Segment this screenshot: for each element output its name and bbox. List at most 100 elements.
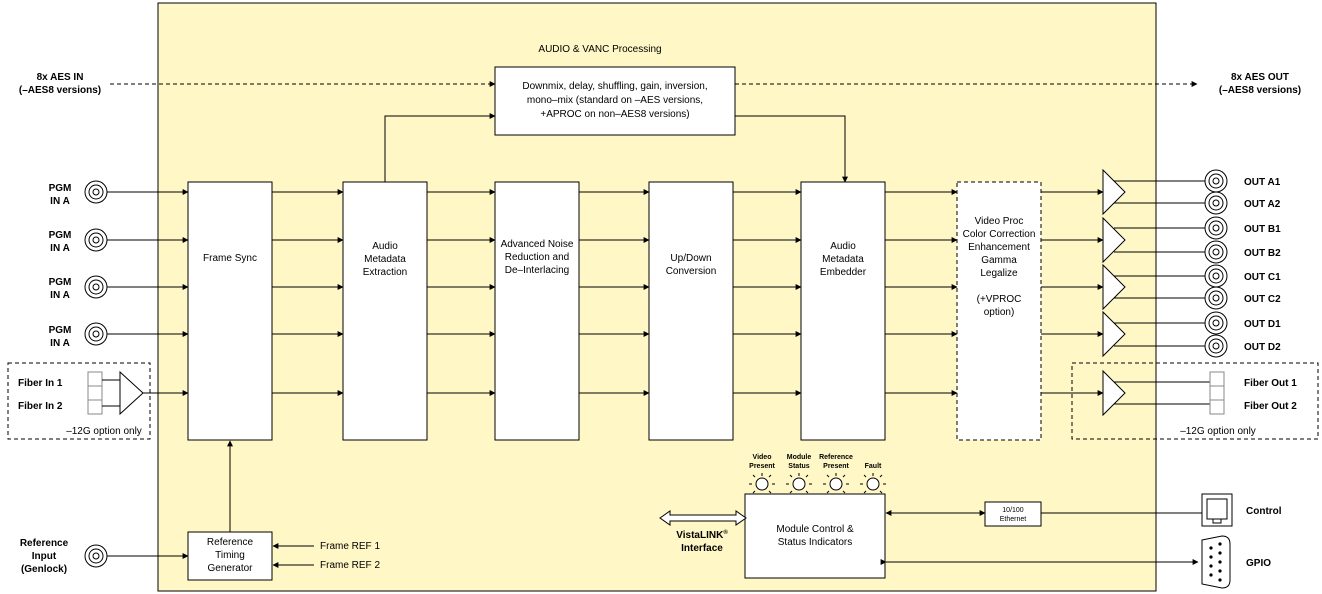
bnc-connector-icon: [84, 322, 108, 346]
out-b2-label: OUT B2: [1244, 248, 1281, 259]
video-proc-block: [956, 181, 1042, 441]
updown-line1: Up/Down: [670, 253, 711, 264]
input-pgm-4: PGM IN A: [49, 322, 108, 349]
audio-to-embedder-arrow: [735, 115, 848, 183]
led-label: Status: [788, 463, 810, 470]
led-icon: [749, 473, 775, 494]
input-label: PGM: [49, 230, 72, 241]
noise-reduction-block: [494, 181, 580, 441]
bnc-connector-icon: [1204, 264, 1228, 288]
embedder-line2: Metadata: [822, 254, 864, 265]
fiber-connector-icon: [87, 371, 103, 415]
gpio-label: GPIO: [1246, 558, 1271, 569]
ethernet-block: [984, 501, 1042, 527]
vistalink-label: VistaLINK®: [676, 529, 728, 541]
noise-line2: Reduction and: [505, 252, 570, 263]
module-control-line1: Module Control &: [776, 524, 854, 535]
panel-title: AUDIO & VANC Processing: [538, 44, 661, 55]
ref-timing-line1: Reference: [207, 537, 254, 548]
extract-line2: Metadata: [364, 254, 406, 265]
bnc-connector-icon: [1204, 311, 1228, 335]
input-label: PGM: [49, 277, 72, 288]
bnc-connector-icon: [1204, 169, 1228, 193]
vproc-line2: Color Correction: [963, 229, 1036, 240]
aes-in-sublabel: (–AES8 versions): [19, 85, 101, 96]
aes-in-label: 8x AES IN: [37, 72, 84, 83]
bnc-connector-icon: [84, 180, 108, 204]
fiber-out-note: –12G option only: [1180, 426, 1256, 437]
bnc-connector-icon: [1204, 240, 1228, 264]
audio-proc-line1: Downmix, delay, shuffling, gain, inversi…: [522, 81, 707, 92]
input-pgm-1: PGM IN A: [49, 180, 108, 207]
bnc-connector-icon: [1204, 191, 1228, 215]
input-label: PGM: [49, 325, 72, 336]
out-a2-label: OUT A2: [1244, 199, 1281, 210]
module-control-block: [744, 493, 886, 579]
aes-out-label: 8x AES OUT: [1231, 72, 1289, 83]
frame-ref1-label: Frame REF 1: [320, 541, 380, 552]
input-sublabel: IN A: [50, 338, 70, 349]
led-label: Reference: [819, 454, 853, 461]
frame-sync-label: Frame Sync: [203, 253, 257, 264]
bnc-connector-icon: [84, 544, 108, 568]
vproc-line3: Enhancement: [968, 242, 1030, 253]
ethernet-line2: Ethernet: [1000, 516, 1027, 523]
audio-proc-line2: mono–mix (standard on –AES versions,: [527, 95, 703, 106]
fiber-out-1-label: Fiber Out 1: [1244, 378, 1297, 389]
db9-connector-icon: [1201, 535, 1231, 589]
audio-processing-block: [494, 66, 736, 136]
output-drivers: [1102, 168, 1210, 417]
led-icon: [823, 473, 849, 494]
out-c1-label: OUT C1: [1244, 272, 1281, 283]
fiber-connector-icon: [1209, 371, 1225, 415]
input-label: PGM: [49, 183, 72, 194]
embedder-line1: Audio: [830, 241, 856, 252]
out-d2-label: OUT D2: [1244, 342, 1281, 353]
led-label: Present: [749, 463, 775, 470]
noise-line1: Advanced Noise: [501, 239, 574, 250]
input-sublabel: IN A: [50, 290, 70, 301]
fiber-in-option-box: [7, 362, 151, 440]
audio-metadata-embedder-block: [800, 181, 886, 441]
updown-conversion-block: [648, 181, 734, 441]
extract-line3: Extraction: [363, 267, 407, 278]
bnc-connector-icon: [1204, 286, 1228, 310]
output-connectors: [1204, 169, 1228, 358]
frame-ref2-label: Frame REF 2: [320, 560, 380, 571]
led-icon: [860, 473, 886, 494]
bnc-connector-icon: [84, 275, 108, 299]
extract-to-audio-arrow: [384, 113, 496, 182]
vistalink-sublabel: Interface: [681, 543, 723, 554]
vproc-line7: (+VPROC: [977, 294, 1022, 305]
audio-metadata-extraction-block: [342, 181, 428, 441]
ethernet-line1: 10/100: [1002, 507, 1024, 514]
fiber-out-2-label: Fiber Out 2: [1244, 401, 1297, 412]
receiver-icon: [119, 370, 144, 416]
led-label: Video: [753, 454, 772, 461]
vproc-line5: Legalize: [980, 268, 1018, 279]
led-label: Module: [787, 454, 812, 461]
driver-icon: [1102, 216, 1126, 264]
out-d1-label: OUT D1: [1244, 319, 1281, 330]
vproc-line4: Gamma: [981, 255, 1017, 266]
vproc-line1: Video Proc: [975, 216, 1024, 227]
out-a1-label: OUT A1: [1244, 177, 1281, 188]
input-sublabel: IN A: [50, 196, 70, 207]
reference-label-2: Input: [32, 551, 57, 562]
led-label: Present: [823, 463, 849, 470]
input-pgm-2: PGM IN A: [49, 228, 108, 254]
input-pgm-3: PGM IN A: [49, 275, 108, 301]
embedder-line3: Embedder: [820, 267, 867, 278]
ref-timing-line3: Generator: [207, 563, 253, 574]
vistalink-arrow-icon: [659, 510, 747, 526]
bnc-connector-icon: [1204, 216, 1228, 240]
bnc-connector-icon: [1204, 334, 1228, 358]
ref-timing-line2: Timing: [215, 550, 245, 561]
reference-timing-block: [187, 531, 273, 581]
fiber-out-option-box: [1071, 362, 1319, 440]
module-control-line2: Status Indicators: [778, 537, 852, 548]
bnc-connector-icon: [84, 228, 108, 252]
reference-label-3: (Genlock): [21, 564, 67, 575]
reference-label-1: Reference: [20, 538, 69, 549]
